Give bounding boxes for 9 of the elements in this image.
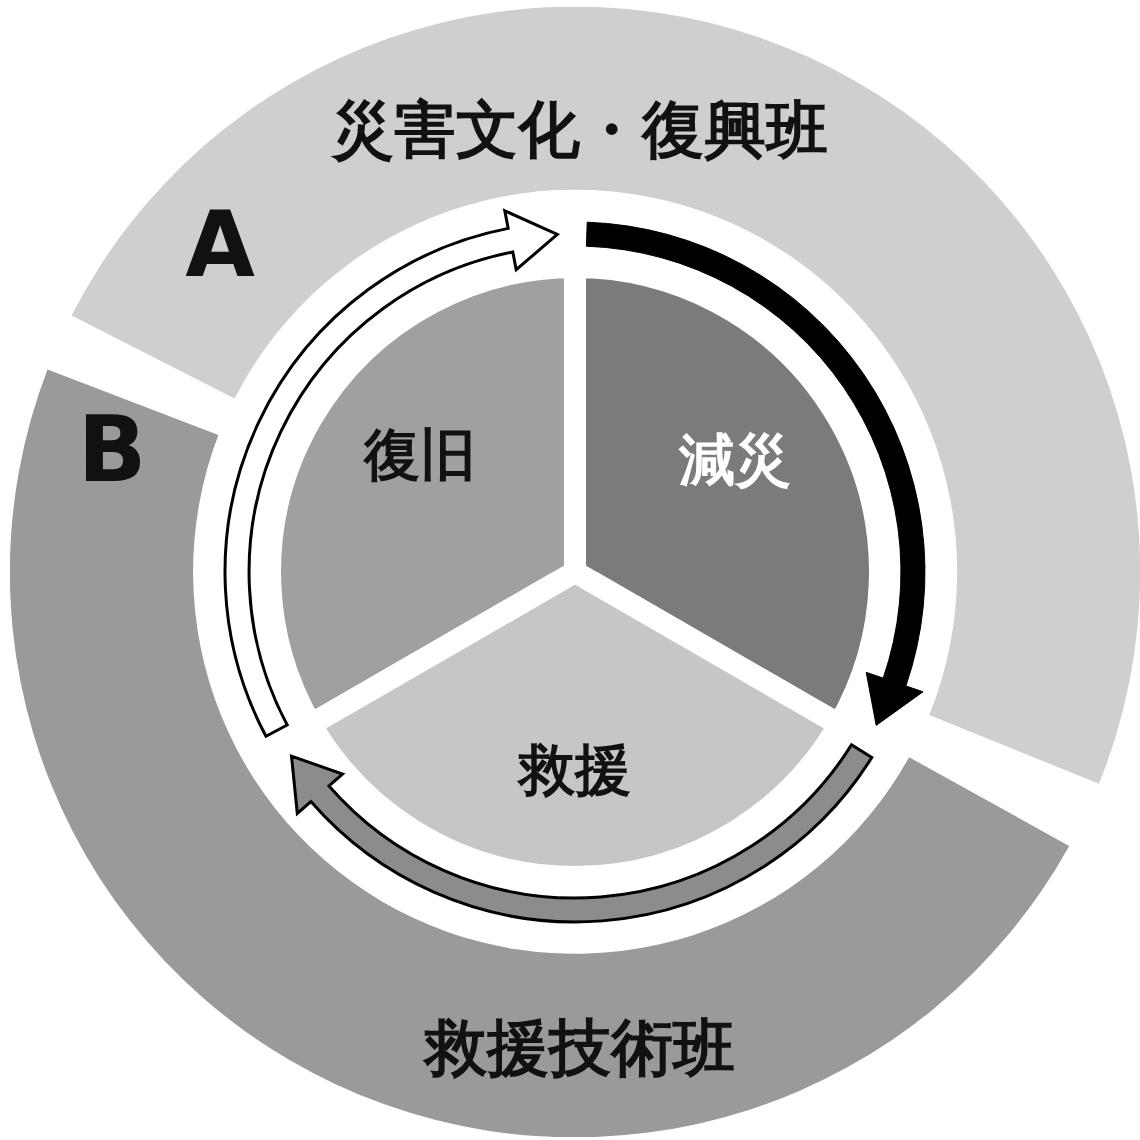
band-letter: A xyxy=(185,200,255,290)
band-letter: B xyxy=(77,405,147,495)
sector-label: 復旧 xyxy=(364,427,476,483)
cycle-arrow xyxy=(223,209,559,738)
cycle-arrow xyxy=(585,221,926,726)
sector-label: 減災 xyxy=(679,432,791,488)
sector-label: 救援 xyxy=(519,742,631,798)
band-title: 災害文化・復興班 xyxy=(332,99,828,161)
cycle-arrow xyxy=(290,743,874,924)
